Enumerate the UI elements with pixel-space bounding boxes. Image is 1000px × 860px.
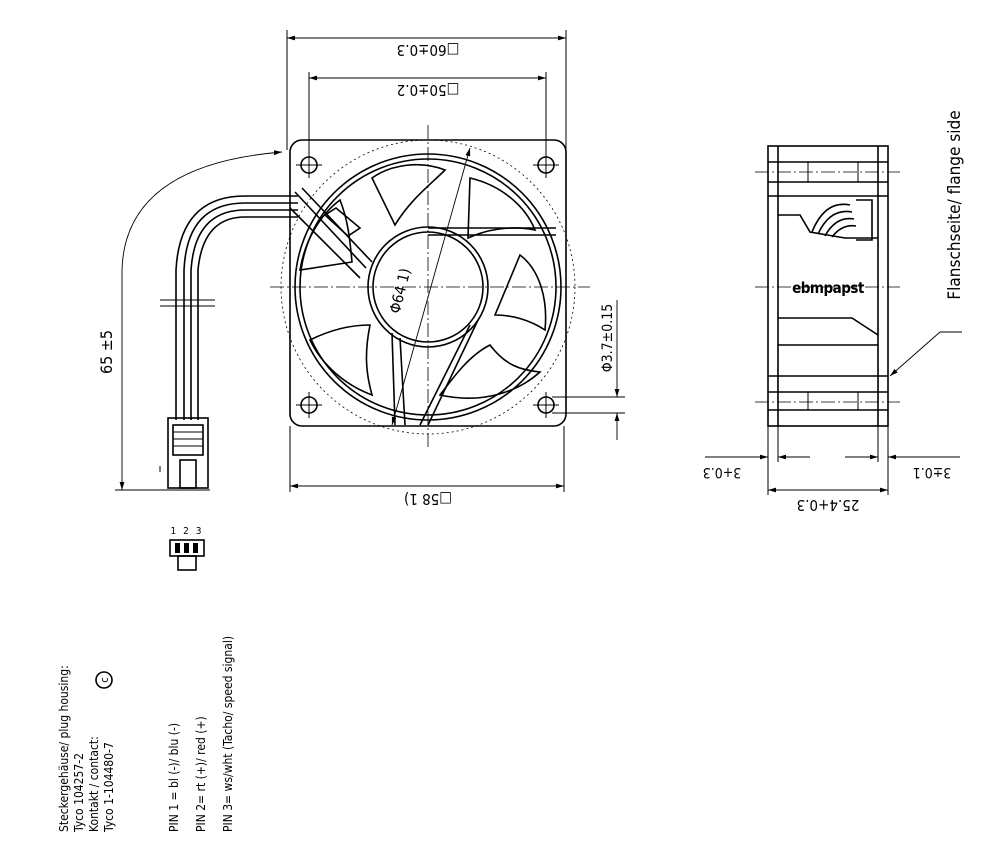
outer-square-label: □60±0.3 [397, 41, 460, 59]
pin-line-3: PIN 3= ws/wht (Tacho/ speed signal) [221, 636, 235, 832]
bottom-dimension [289, 426, 565, 492]
top-dimensions [286, 30, 567, 160]
copyright-letter: c [98, 677, 111, 682]
hole-diameter-label: Φ3.7±0.15 [600, 304, 616, 373]
flange-side-label: Flanschseite/ flange side [945, 110, 965, 299]
housing-line-1: Steckergehäuse/ plug housing: [57, 665, 71, 832]
flange-right-label: 3±0.1 [913, 464, 952, 480]
housing-line-4: Tyco 1-104480-7 [102, 742, 116, 833]
housing-line-3: Kontakt / contact: [87, 736, 101, 832]
housing-line-2: Tyco 104257-2 [72, 753, 86, 833]
frame-square-label: □58 1) [404, 490, 452, 508]
side-body-outline [767, 145, 889, 427]
fan-front-view [270, 125, 590, 450]
hole-diameter-dimension [552, 300, 625, 440]
cable-length-label: 65 ±5 [97, 330, 116, 374]
cable-bundle [160, 195, 298, 420]
plug-housing [159, 417, 209, 489]
cable-channel [289, 187, 373, 279]
flange-left-label: 3+0.3 [703, 464, 742, 480]
rotor-diameter-line [391, 147, 471, 426]
pin-numbers: 1 2 3 [171, 526, 204, 537]
flange-side-leader [889, 331, 962, 377]
pin-assignment-notes: PIN 1 = bl (-)/ blu (-) PIN 2= rt (+)/ r… [167, 636, 235, 832]
connector-icon: 1 2 3 [169, 526, 205, 571]
depth-label: 25.4+0.3 [797, 496, 860, 514]
fan-frame-outline [289, 139, 567, 427]
pin-line-1: PIN 1 = bl (-)/ blu (-) [167, 723, 181, 832]
pin-line-2: PIN 2= rt (+)/ red (+) [194, 716, 208, 832]
fan-blades [299, 163, 547, 399]
hole-square-label: □50±0.2 [397, 81, 460, 99]
rotor-diameter-label: Φ64 1) [386, 266, 415, 315]
fan-side-view [755, 145, 900, 427]
side-dimensions [705, 426, 960, 495]
copyright-icon: c [95, 671, 113, 689]
brand-logo-text: ebmpapst [792, 279, 865, 297]
cable-length-dimension [119, 150, 283, 490]
plug-housing-notes: Steckergehäuse/ plug housing: Tyco 10425… [57, 665, 116, 833]
